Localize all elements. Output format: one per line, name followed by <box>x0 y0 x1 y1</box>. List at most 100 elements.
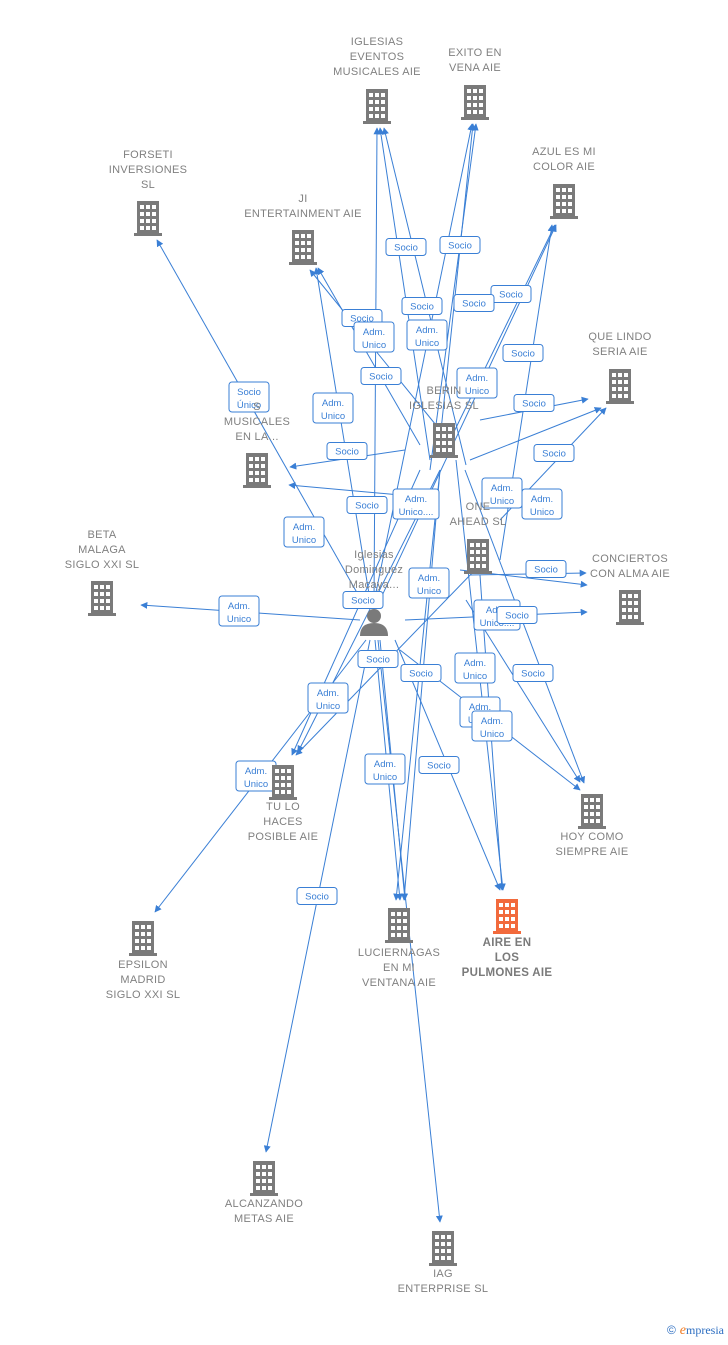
edge-label-box <box>406 319 448 351</box>
edge-role-label[interactable]: Adm. Unico <box>471 710 513 742</box>
edge-label-text: Socio <box>394 243 418 254</box>
brand-name: mpresia <box>686 1323 724 1337</box>
edge-role-label[interactable]: Adm.Unico <box>218 595 260 627</box>
edge-role-label[interactable]: Adm.Unico <box>353 321 395 353</box>
node-label: HACES <box>263 816 302 828</box>
brand-footer[interactable]: ©empresia <box>667 1323 724 1339</box>
edge-label-text: Adm. <box>531 494 553 505</box>
edge-label-text: Socio <box>462 299 486 310</box>
node-label: MALAGA <box>78 544 126 556</box>
relation-edge <box>393 469 441 901</box>
edge-role-label[interactable]: Socio <box>346 496 388 514</box>
edge-role-label[interactable]: Socio <box>400 664 442 682</box>
edge-role-label[interactable]: Adm.Unico <box>312 392 354 424</box>
node-label: METAS AIE <box>234 1213 294 1225</box>
edge-role-label[interactable]: Adm.Unico <box>364 753 406 785</box>
edge-label-text: Socio <box>409 669 433 680</box>
edge-role-label[interactable]: Socio <box>357 650 399 668</box>
edge-role-label[interactable]: Socio <box>296 887 338 905</box>
edge-label-text: Adm. <box>245 766 267 777</box>
edge-label-text: Adm. <box>322 398 344 409</box>
edge-role-label[interactable]: Socio <box>439 236 481 254</box>
edge-role-label[interactable]: Adm. Unico <box>521 488 563 520</box>
edge-role-label[interactable]: Adm.Unico <box>283 516 325 548</box>
edge-label-box <box>408 567 450 599</box>
edge-role-label[interactable]: Socio <box>453 294 495 312</box>
node-label: TU LO <box>266 801 300 813</box>
relation-edge <box>382 127 467 466</box>
relation-edge <box>429 123 479 471</box>
edge-label-text: Unico <box>244 779 268 790</box>
node-label: BERIN <box>426 385 461 397</box>
edge-role-label[interactable]: Socio <box>533 444 575 462</box>
edge-label-text: Unico <box>530 507 554 518</box>
edge-label-text: Adm. <box>317 688 339 699</box>
edge-role-label[interactable]: Adm. Unico <box>235 760 277 792</box>
node-label: VENTANA AIE <box>362 977 436 989</box>
relation-edge <box>401 469 441 901</box>
edge-role-label[interactable]: Adm.Unico <box>481 477 523 509</box>
building-icon <box>269 765 297 800</box>
edge-role-label[interactable]: Adm.Unico <box>456 367 498 399</box>
edge-label-text: Socio <box>335 447 359 458</box>
edge-label-box <box>307 682 349 714</box>
node-label: EPSILON <box>118 959 168 971</box>
edge-label-text: Unico <box>480 729 504 740</box>
edge-label-box <box>512 664 554 682</box>
edge-role-label[interactable]: Socio <box>502 344 544 362</box>
relation-edge <box>449 224 556 441</box>
edge-role-label[interactable]: Adm.Unico <box>307 682 349 714</box>
edge-role-label[interactable]: Socio <box>513 394 555 412</box>
building-icon <box>250 1161 278 1196</box>
edge-role-label[interactable]: Adm.Unico <box>406 319 448 351</box>
edge-role-label[interactable]: Socio <box>342 591 384 609</box>
edge-label-text: Adm. <box>464 658 486 669</box>
relation-edge <box>464 469 586 784</box>
edge-label-box <box>418 756 460 774</box>
edge-label-text: Adm. <box>293 522 315 533</box>
edge-role-label[interactable]: Socio <box>512 664 554 682</box>
edge-role-label[interactable]: Socio <box>525 560 567 578</box>
edge-role-label[interactable]: Adm.Unico <box>454 652 496 684</box>
building-icon <box>88 581 116 616</box>
edge-role-label[interactable]: Socio <box>326 442 368 460</box>
edge-role-label[interactable]: Socio <box>496 606 538 624</box>
building-icon <box>129 921 157 956</box>
edge-role-label[interactable]: Adm.Unico <box>408 567 450 599</box>
edge-label-text: Adm. <box>418 573 440 584</box>
edge-label-box <box>502 344 544 362</box>
edge-label-text: Adm. <box>481 716 503 727</box>
edge-role-label[interactable]: Socio <box>418 756 460 774</box>
building-icon <box>429 1231 457 1266</box>
brand-initial: e <box>679 1323 686 1338</box>
edge-role-label[interactable]: Socio <box>385 238 427 256</box>
edge-role-label[interactable]: Adm.Unico.... <box>392 488 440 520</box>
node-label: MUSICALES <box>224 416 290 428</box>
edge-role-label[interactable]: Socio <box>490 285 532 303</box>
relation-edge <box>373 123 475 603</box>
edge-role-label[interactable]: Socio <box>360 367 402 385</box>
edge-role-label[interactable]: Socio <box>401 297 443 315</box>
node-person[interactable]: IglesiasDominguezMacaya... <box>345 549 403 636</box>
edge-label-box <box>400 664 442 682</box>
